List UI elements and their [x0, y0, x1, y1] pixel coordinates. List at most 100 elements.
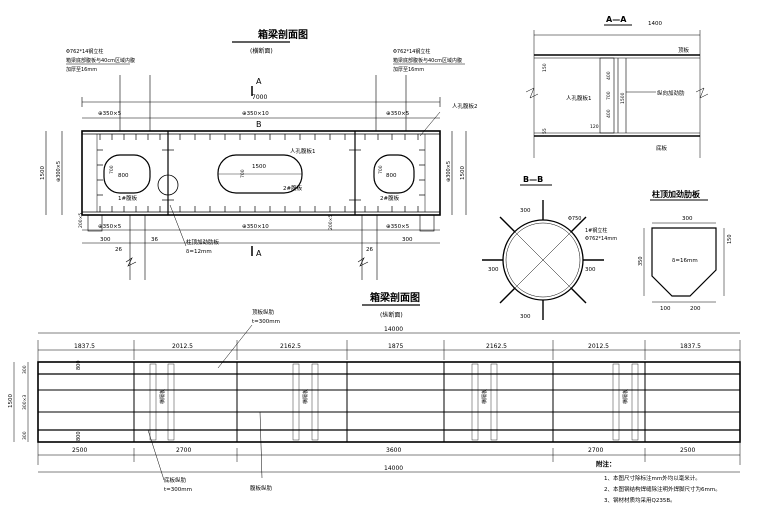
long-seg-5: 2012.5 [588, 343, 609, 350]
plate-top-dim: 300 [682, 216, 693, 222]
bottom-left-bolts: ⊕350×5 [98, 224, 122, 230]
stiffener-plate-detail: 柱顶加劲肋板 300 δ=16mm 150 350 100 200 [638, 189, 733, 312]
height-left: 1500 [40, 166, 46, 180]
section-mark-a-bottom: A [256, 249, 262, 258]
note-item-2: 2、本图钢结构焊缝除注明外焊脚尺寸为6mm。 [604, 485, 721, 493]
note-item-3: 3、钢材材质均采用Q235B。 [604, 496, 676, 504]
long-label-bottom: 底板纵肋 [164, 476, 187, 484]
bb-radius: Φ750 [568, 216, 581, 222]
manhole-right [373, 154, 415, 194]
long-bseg-2: 3600 [386, 447, 401, 454]
aa-dim-6: 55 [542, 128, 548, 134]
section-mark-a-top: A [256, 77, 262, 86]
long-section-subtitle: (纵断面) [380, 311, 403, 319]
dim-26-right: 26 [366, 247, 373, 253]
long-seg-6: 1837.5 [680, 343, 701, 350]
note-right-2: 箱梁底部腹板与40cm区域内腹 [393, 57, 462, 64]
long-bottom-total: 14000 [384, 465, 403, 472]
dim-200x5-left: 200×5 [78, 213, 84, 228]
aa-label-manhole: 人孔腹板1 [566, 94, 592, 102]
long-bseg-3: 2700 [588, 447, 603, 454]
box-cross-section: 7000 ⊕350×5 ⊕350×10 ⊕350×5 800 1500 800 … [40, 48, 478, 280]
aa-label-long-rib: 纵向加劲肋 [657, 89, 685, 97]
long-section-title: 箱梁剖面图 [370, 291, 420, 304]
dim-200x5-right: 200×5 [328, 215, 334, 230]
long-seg-2: 2162.5 [280, 343, 301, 350]
aa-dim-1: 400 [606, 71, 612, 80]
label-manhole-1: 人孔腹板1 [290, 147, 316, 155]
label-web-1: 1#腹板 [118, 194, 138, 202]
aa-label-top-plate: 顶板 [678, 46, 690, 54]
plate-title: 柱顶加劲肋板 [652, 189, 701, 199]
notes: 附注： 1、本图尺寸除标注mm外均以毫米计。 2、本图钢结构焊缝除注明外焊脚尺寸… [596, 459, 721, 504]
long-plate-label-2: 横隔板 [302, 389, 309, 404]
top-left-bolts: ⊕350×5 [98, 111, 122, 117]
long-height: 1500 [8, 394, 14, 408]
left-bolt-col: ⊕300×5 [56, 161, 62, 182]
long-label-bottom-t: t=300mm [164, 487, 192, 493]
long-label-top: 顶板纵肋 [252, 308, 275, 316]
dim-300-left: 300 [100, 237, 111, 243]
section-aa-title: A—A [606, 15, 627, 24]
hole-left-dim: 800 [118, 173, 129, 179]
plate-h2: 350 [638, 256, 644, 266]
long-dim-800-top: 800 [76, 360, 82, 370]
bottom-right-bolts: ⊕350×5 [386, 224, 410, 230]
hole-right-dim: 800 [386, 173, 397, 179]
top-bolts: ⊕350×10 [242, 111, 269, 117]
hole-center-dim: 1500 [252, 164, 266, 170]
long-bseg-1: 2700 [176, 447, 191, 454]
box-section-title: 箱梁剖面图 [258, 28, 308, 41]
note-right-3: 加厚至16mm [393, 66, 424, 73]
manhole-left [103, 154, 151, 194]
bb-label-pipe-2: Φ762*14mm [585, 236, 617, 242]
dim-36: 36 [151, 237, 158, 243]
long-seg-3: 1875 [388, 343, 403, 350]
hole-v-center: 700 [240, 169, 246, 178]
long-left-dim-1: 300×3 [22, 395, 28, 410]
aa-dim-3: 400 [606, 109, 612, 118]
label-stiffener: 柱顶加劲肋板 [186, 238, 220, 246]
long-bseg-4: 2500 [680, 447, 695, 454]
plate-b2: 200 [690, 306, 701, 312]
long-total-dim: 14000 [384, 326, 403, 333]
longitudinal-section: 箱梁剖面图 (纵断面) 顶板纵肋 t=300mm 14000 1837.5 20… [8, 291, 741, 493]
long-left-dim-0: 300 [22, 365, 28, 374]
long-label-web: 腹板纵肋 [250, 484, 273, 492]
long-plate-label-1: 横隔板 [159, 389, 166, 404]
aa-dim-2: 700 [606, 91, 612, 100]
section-bb-title: B—B [523, 175, 543, 184]
hole-v-right: 700 [378, 165, 384, 174]
dim-26-left: 26 [115, 247, 122, 253]
long-bseg-0: 2500 [72, 447, 87, 454]
plate-b1: 100 [660, 306, 671, 312]
note-right-1: Φ762*14钢立柱 [393, 48, 430, 55]
long-plate-label-3: 横隔板 [481, 389, 488, 404]
bb-dim-1: 300 [585, 267, 596, 273]
label-web-2: 2#腹板 [283, 184, 303, 192]
plate-thk: δ=16mm [672, 258, 698, 264]
aa-label-bottom: 底板 [656, 144, 668, 152]
long-seg-0: 1837.5 [74, 343, 95, 350]
long-dim-800-bottom: 800 [76, 431, 82, 441]
note-left-2: 箱梁底部腹板与40cm区域内腹 [66, 57, 135, 64]
bb-label-pipe: 1#钢立柱 [585, 227, 607, 234]
dim-300-right: 300 [402, 237, 413, 243]
aa-dim-0: 150 [542, 63, 548, 72]
section-mark-b: B [256, 120, 262, 129]
long-left-dim-2: 300 [22, 431, 28, 440]
note-left-1: Φ762*14钢立柱 [66, 48, 103, 55]
bb-dim-2: 300 [520, 208, 531, 214]
long-plate-label-4: 横隔板 [622, 389, 629, 404]
notes-title: 附注： [596, 459, 616, 468]
bb-dim-0: 300 [488, 267, 499, 273]
label-stiffener-t: δ=12mm [186, 249, 212, 255]
right-bolt-col: ⊕300×5 [446, 161, 452, 182]
label-manhole-2: 人孔腹板2 [452, 102, 478, 110]
note-item-1: 1、本图尺寸除标注mm外均以毫米计。 [604, 474, 701, 482]
hole-v-left: 700 [109, 165, 115, 174]
top-right-bolts: ⊕350×5 [386, 111, 410, 117]
aa-dim-4: 120 [590, 124, 599, 130]
height-right: 1500 [460, 166, 466, 180]
